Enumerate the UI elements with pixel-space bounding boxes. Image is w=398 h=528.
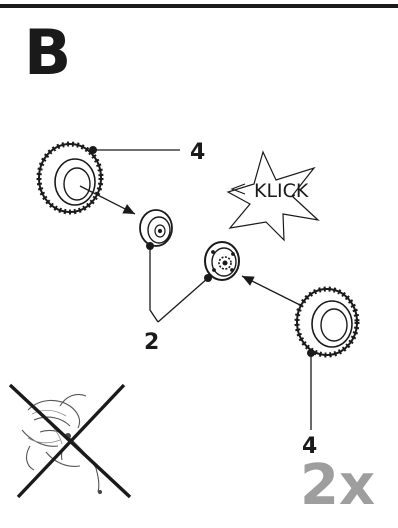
callout-label-tire-top: 4 <box>190 140 206 165</box>
callout-line <box>149 246 159 323</box>
callout-line <box>157 277 209 323</box>
tire-icon <box>36 141 104 215</box>
wheel-hub-icon <box>204 241 240 281</box>
insert-arrow <box>79 185 136 215</box>
tire-icon <box>294 286 360 358</box>
callout-label-tire-bottom: 4 <box>302 434 318 459</box>
step-letter: B <box>24 16 72 89</box>
klick-label: KLICK <box>254 180 309 202</box>
top-rule <box>0 4 398 8</box>
prohibited-icon <box>8 383 132 499</box>
insert-arrow <box>241 275 301 306</box>
callout-label-hubs: 2 <box>144 330 160 355</box>
quantity-label: 2x <box>300 453 376 518</box>
starburst-icon <box>226 150 320 242</box>
wheel-hub-icon <box>139 209 173 247</box>
